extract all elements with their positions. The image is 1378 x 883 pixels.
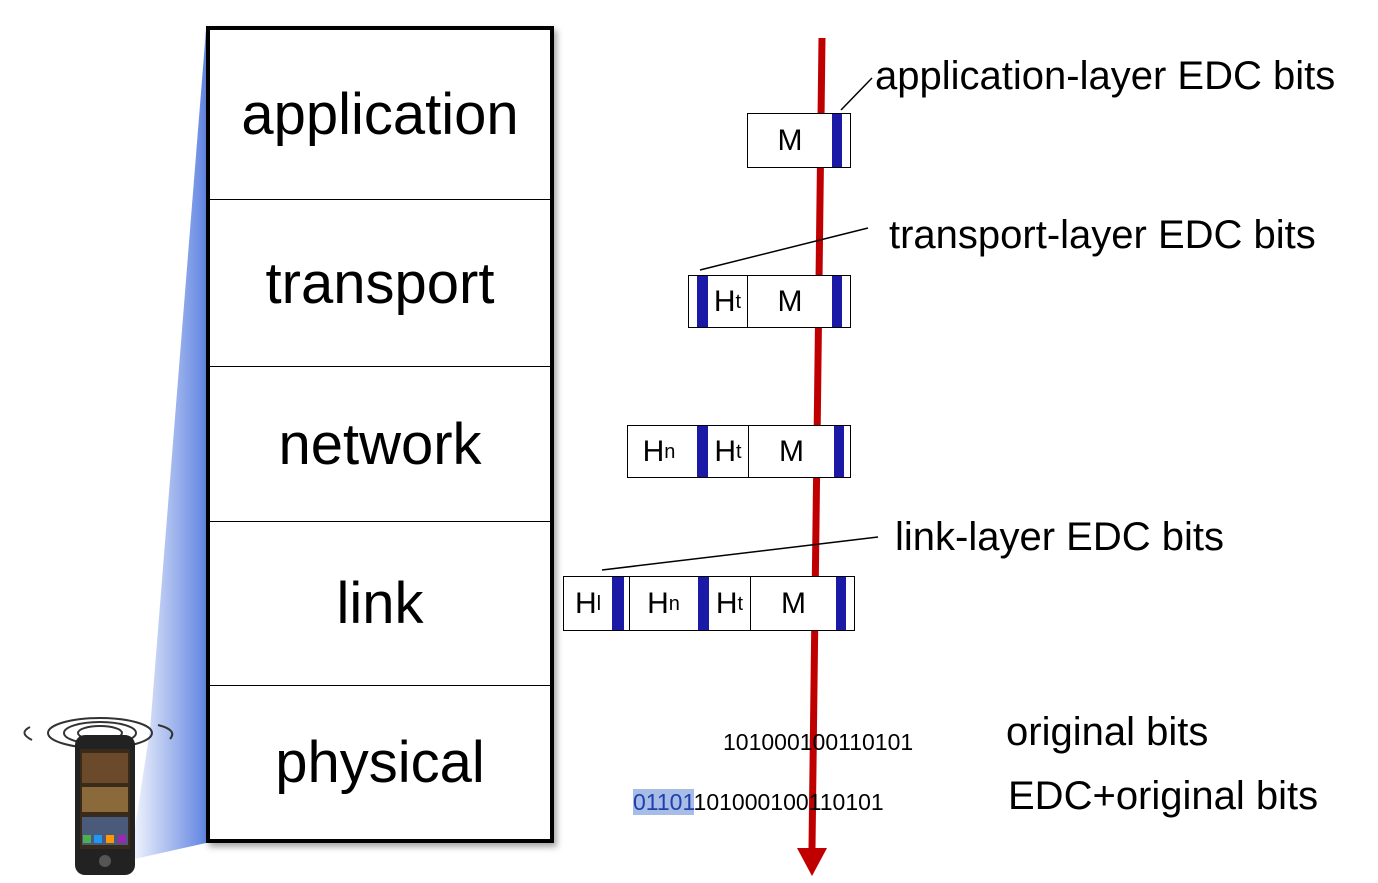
edc-block <box>836 577 846 630</box>
layer-application: application <box>210 30 550 200</box>
label-app-edc: application-layer EDC bits <box>875 54 1336 98</box>
edc-bits-highlight: 01101 <box>633 789 694 815</box>
layer-transport: transport <box>210 200 550 367</box>
layer-network: network <box>210 367 550 522</box>
edc-block <box>834 426 844 477</box>
message-field: M <box>747 276 832 327</box>
original-bits: 101000100110101 <box>723 729 914 755</box>
message-field: M <box>750 577 836 630</box>
edc-block <box>697 426 708 477</box>
edc-block <box>697 276 708 327</box>
edc-block <box>832 276 842 327</box>
protocol-stack: application transport network link physi… <box>206 26 554 843</box>
label-transport-edc: transport-layer EDC bits <box>889 213 1316 257</box>
message-field: M <box>748 426 834 477</box>
edc-block <box>612 577 624 630</box>
layer-physical: physical <box>275 730 485 795</box>
message-field: M <box>777 123 803 157</box>
label-original-bits: original bits <box>1006 710 1209 754</box>
smartphone-icon <box>23 717 174 875</box>
edc-block <box>698 577 709 630</box>
label-link-edc: link-layer EDC bits <box>895 515 1224 559</box>
label-edc-original-bits: EDC+original bits <box>1008 774 1319 818</box>
original-bits-tail: 101000100110101 <box>693 789 884 815</box>
edc-block <box>832 114 842 167</box>
edc-original-bits: 01101101000100110101 <box>633 789 884 816</box>
layer-link: link <box>210 522 550 686</box>
packet-application: M <box>747 113 851 168</box>
